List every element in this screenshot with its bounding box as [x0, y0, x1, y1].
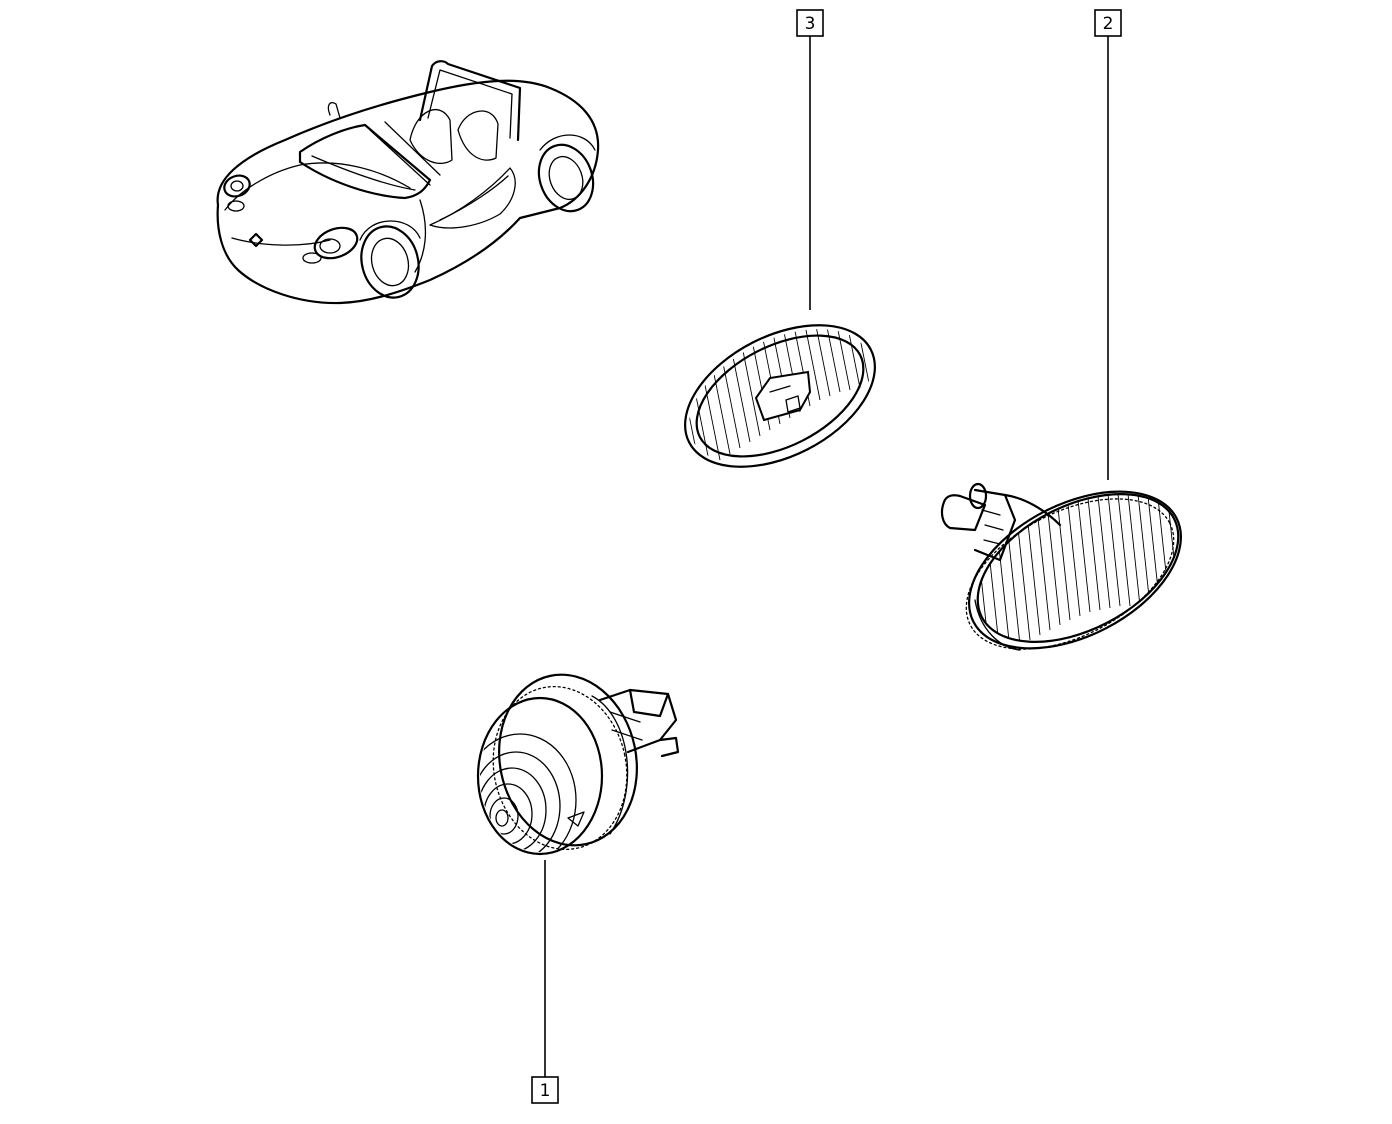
- callout-2-box: [1094, 9, 1122, 37]
- callout-3-label: 3: [805, 14, 816, 34]
- oval-side-repeater-lamp-icon: [940, 465, 1183, 661]
- round-side-repeater-lamp-icon: [476, 673, 680, 856]
- callout-2-label: 2: [1103, 14, 1114, 34]
- callout-3-box: [796, 9, 824, 37]
- callout-1-label: 1: [540, 1081, 551, 1101]
- repeater-lamp-gasket-icon: [679, 301, 881, 471]
- callout-1-box: [531, 1076, 559, 1104]
- roadster-car-icon: [216, 60, 600, 305]
